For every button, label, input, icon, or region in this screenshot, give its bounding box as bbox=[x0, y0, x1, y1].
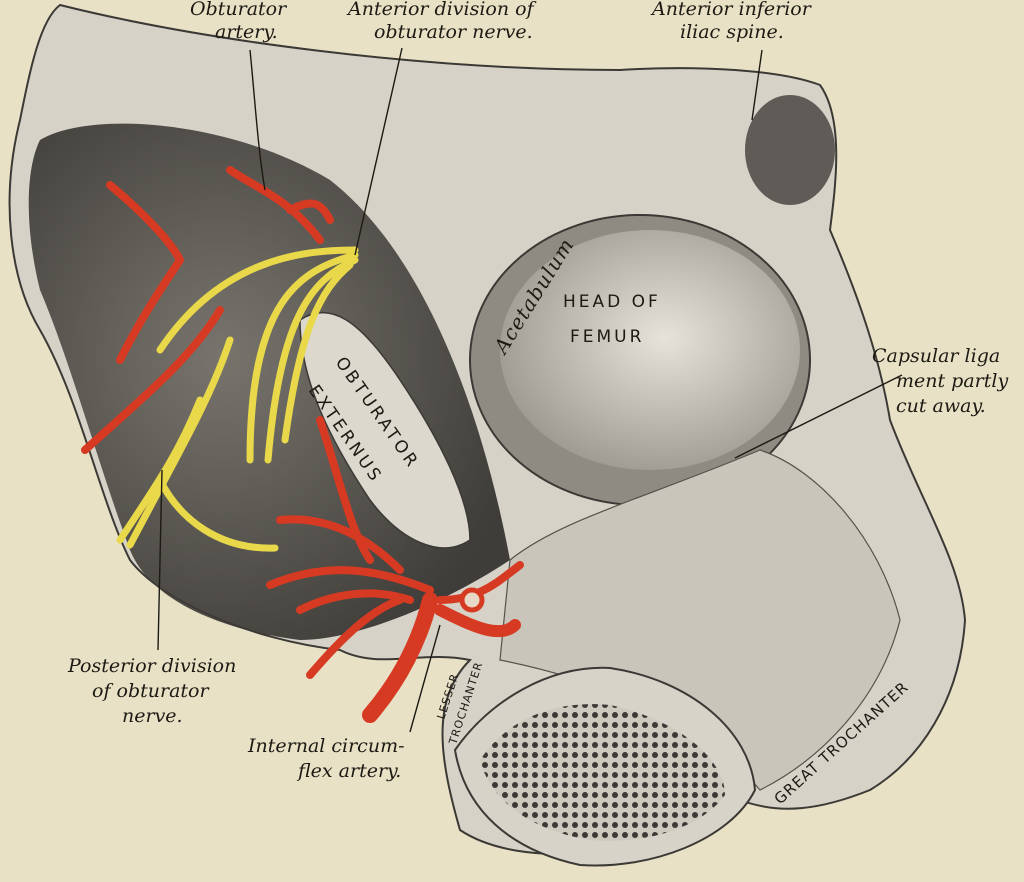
capsular-ligament-label-2: ment partly bbox=[896, 370, 1008, 392]
iliac-spine-label-1: Anterior inferior bbox=[650, 0, 813, 20]
anterior-division-label-1: Anterior division of bbox=[346, 0, 537, 20]
anterior-division-label-2: obturator nerve. bbox=[374, 21, 533, 43]
capsular-ligament-label-1: Capsular liga bbox=[872, 345, 1000, 367]
obturator-artery-label-1: Obturator bbox=[190, 0, 288, 20]
iliac-spine-label-2: iliac spine. bbox=[680, 21, 784, 43]
internal-circumflex-label-2: flex artery. bbox=[296, 760, 401, 782]
head-of-femur-label-2: FEMUR bbox=[570, 327, 644, 347]
obturator-artery-label-2: artery. bbox=[215, 21, 278, 43]
artery-cross-section bbox=[459, 587, 485, 613]
spongy-bone bbox=[480, 704, 725, 841]
capsular-ligament-label-3: cut away. bbox=[896, 395, 986, 417]
internal-circumflex-label-1: Internal circum- bbox=[247, 735, 405, 757]
head-of-femur-label-1: HEAD OF bbox=[563, 292, 661, 312]
obturator-externus-muscle bbox=[299, 311, 471, 549]
leader-lines bbox=[157, 47, 903, 733]
nerves bbox=[116, 246, 359, 552]
head-of-femur bbox=[500, 230, 800, 470]
posterior-division-label-1: Posterior division bbox=[67, 655, 236, 677]
posterior-division-label-3: nerve. bbox=[122, 705, 183, 727]
arteries bbox=[81, 166, 524, 723]
iliac-spine bbox=[745, 95, 835, 205]
posterior-division-label-2: of obturator bbox=[92, 680, 210, 702]
